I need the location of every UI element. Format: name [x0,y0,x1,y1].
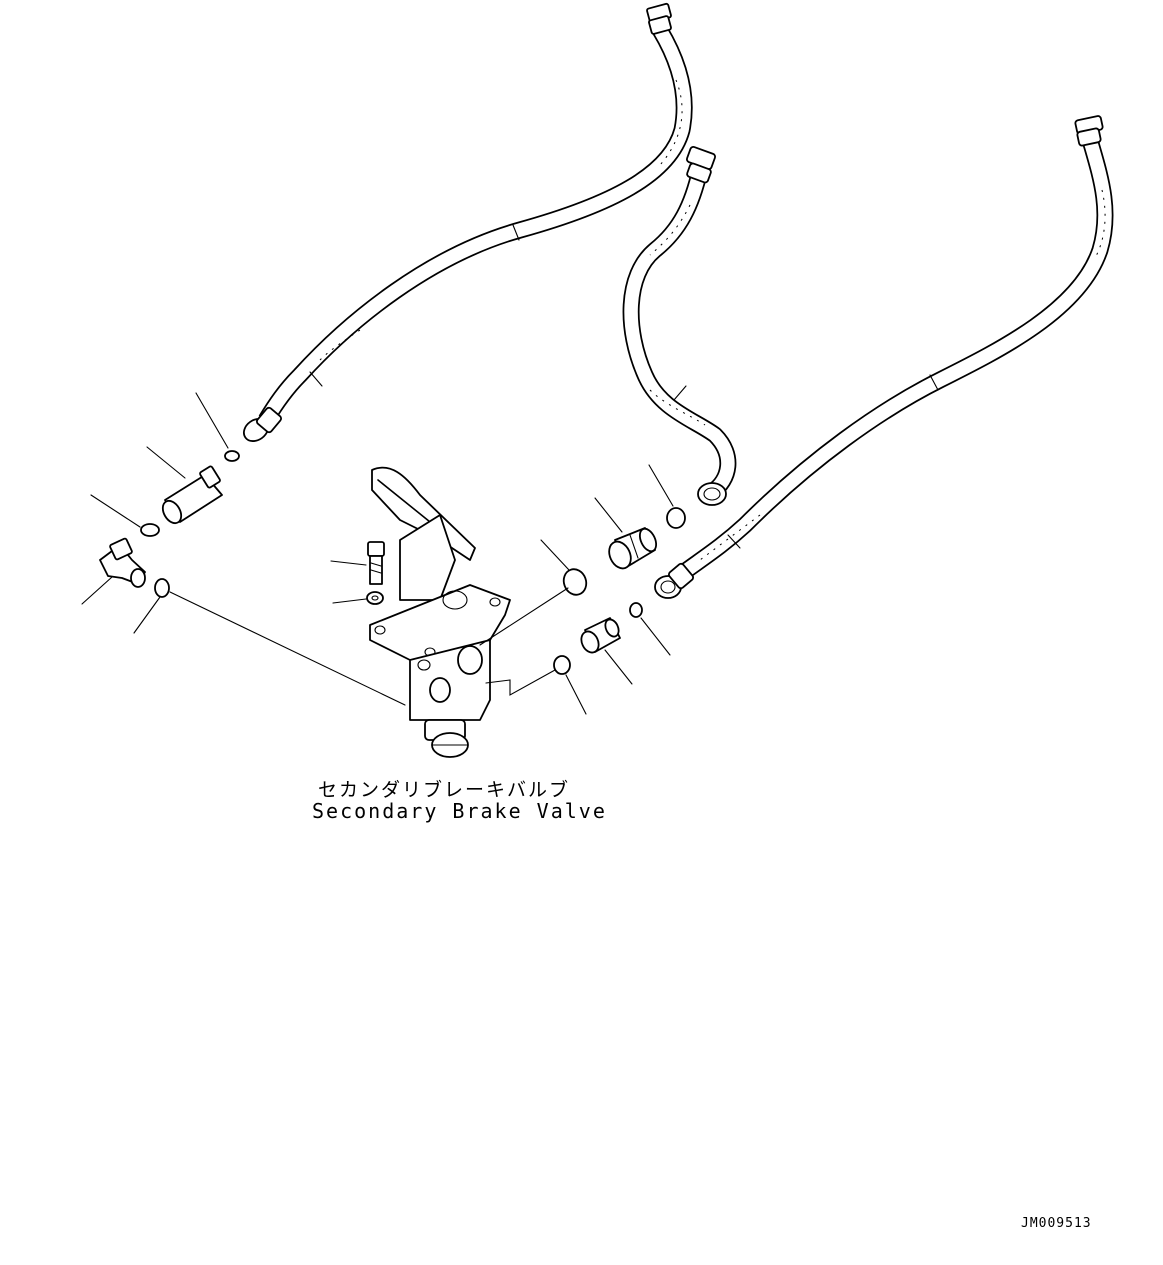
oring-right-lower [553,655,571,675]
adapter-left [161,465,223,525]
caption-english: Secondary Brake Valve [312,799,607,823]
bolt [367,541,385,585]
oring-large [562,568,588,596]
oring-left [140,523,160,537]
caption-japanese: セカンダリブレーキバルブ [318,779,571,801]
connection-lines [169,587,569,706]
oring-right-small [629,602,643,618]
washer [366,591,384,605]
elbow-fitting [99,537,146,588]
connector-large [608,527,658,570]
oring-top-left [224,450,240,462]
drawing-id: JM009513 [1021,1216,1092,1231]
hose-center [622,145,737,506]
secondary-brake-valve [369,466,511,758]
hose-right [654,115,1114,599]
connector-small [580,617,621,654]
hose-left [243,2,693,442]
oring-lower-left [154,578,170,598]
leader-lines [81,392,674,715]
oring-right-top [666,507,686,529]
